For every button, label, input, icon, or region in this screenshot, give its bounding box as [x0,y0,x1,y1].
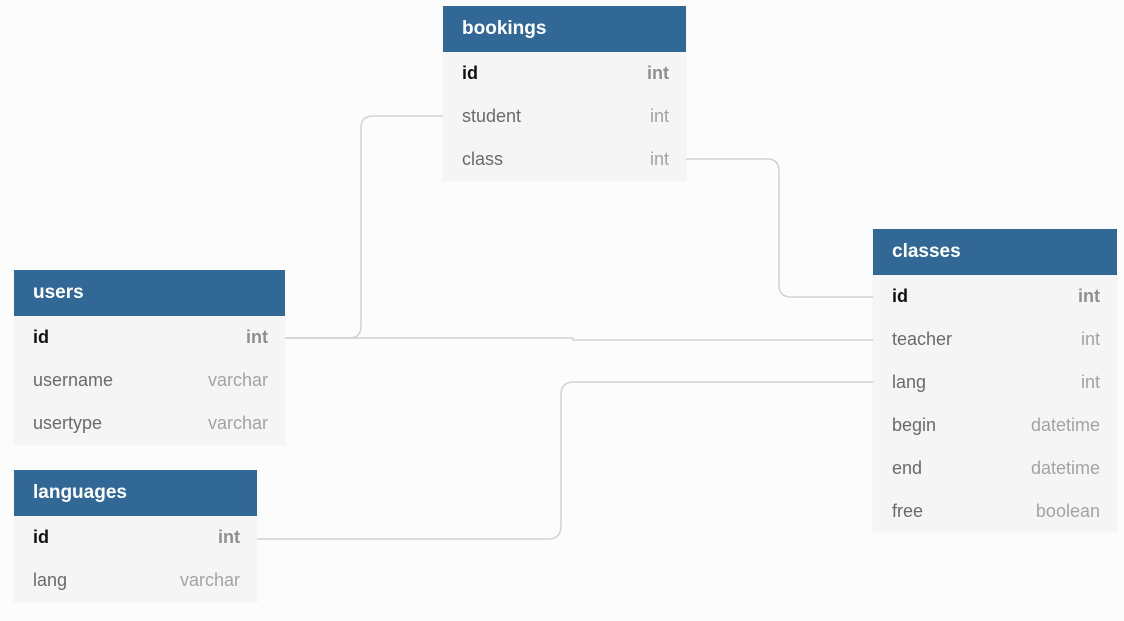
field-users-usertype[interactable]: usertype varchar [14,402,285,445]
field-type: int [649,106,669,126]
field-classes-lang[interactable]: lang int [873,361,1117,404]
field-name: student [462,106,522,126]
field-users-id[interactable]: id int [14,316,285,359]
field-type: varchar [207,413,268,433]
field-name: id [462,63,478,83]
field-bookings-id[interactable]: id int [443,52,686,95]
table-header-bookings[interactable]: bookings [443,6,686,52]
field-name: id [892,286,908,306]
field-users-username[interactable]: username varchar [14,359,285,402]
relation-bookings-student-users-id [285,115,443,339]
relation-bookings-class-classes-id [686,158,873,298]
field-name: usertype [33,413,103,433]
field-type: int [1080,329,1100,349]
table-header-classes[interactable]: classes [873,229,1117,275]
field-type: int [1078,286,1100,306]
field-name: end [892,458,923,478]
field-classes-end[interactable]: end datetime [873,447,1117,490]
field-type: int [1080,372,1100,392]
field-type: boolean [1035,501,1100,521]
table-bookings[interactable]: bookings id int student int class int [443,6,686,181]
field-name: free [892,501,924,521]
field-type: int [218,527,240,547]
field-classes-free[interactable]: free boolean [873,490,1117,533]
field-name: lang [892,372,927,392]
field-languages-id[interactable]: id int [14,516,257,559]
relation-classes-lang-languages-id [257,381,873,540]
field-classes-begin[interactable]: begin datetime [873,404,1117,447]
table-users[interactable]: users id int username varchar usertype v… [14,270,285,445]
table-header-languages[interactable]: languages [14,470,257,516]
field-type: varchar [207,370,268,390]
field-name: id [33,527,49,547]
field-name: lang [33,570,68,590]
field-name: begin [892,415,937,435]
field-type: int [246,327,268,347]
field-classes-id[interactable]: id int [873,275,1117,318]
field-bookings-class[interactable]: class int [443,138,686,181]
field-classes-teacher[interactable]: teacher int [873,318,1117,361]
field-bookings-student[interactable]: student int [443,95,686,138]
field-name: username [33,370,114,390]
table-classes[interactable]: classes id int teacher int lang int begi… [873,229,1117,532]
field-name: id [33,327,49,347]
field-type: datetime [1030,458,1100,478]
relation-classes-teacher-users-id [285,337,873,341]
table-header-users[interactable]: users [14,270,285,316]
field-name: teacher [892,329,953,349]
table-languages[interactable]: languages id int lang varchar [14,470,257,602]
field-type: int [649,149,669,169]
field-type: datetime [1030,415,1100,435]
field-type: int [647,63,669,83]
field-type: varchar [179,570,240,590]
field-name: class [462,149,504,169]
field-languages-lang[interactable]: lang varchar [14,559,257,602]
